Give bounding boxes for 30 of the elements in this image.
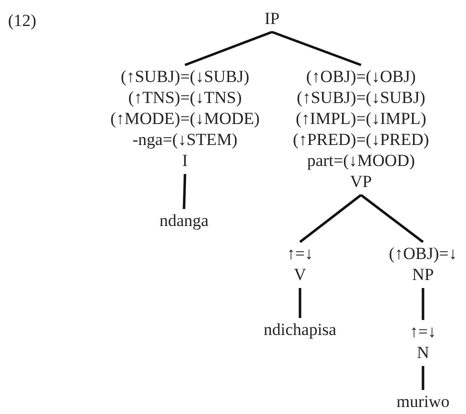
annotation-equation: ↑=↓: [286, 243, 314, 264]
category-label: V: [294, 264, 306, 285]
node-label: ndanga: [159, 210, 209, 231]
category-label: N: [416, 342, 430, 363]
annotation-equation: (↑OBJ)=↓: [388, 243, 458, 264]
annotation-equation: -nga=(↓STEM): [132, 129, 238, 150]
tree-branch-line: [422, 366, 424, 390]
tree-branch-line: [360, 194, 424, 243]
annotation-equation: (↑IMPL)=(↓IMPL): [296, 108, 426, 129]
node-label: ndichapisa: [264, 319, 336, 340]
example-number: (12): [8, 10, 36, 31]
tree-branch-line: [299, 194, 362, 243]
annotation-equation: ↑=↓: [410, 321, 436, 342]
node-label: IP: [264, 8, 280, 29]
category-label: VP: [350, 171, 372, 192]
annotation-equation: (↑MODE)=(↓MODE): [110, 108, 260, 129]
tree-branch-line: [184, 30, 272, 66]
annotation-equation: (↑SUBJ)=(↓SUBJ): [296, 87, 426, 108]
annotation-equation: (↑PRED)=(↓PRED): [292, 129, 430, 150]
annotation-equation: (↑SUBJ)=(↓SUBJ): [120, 66, 250, 87]
annotation-equation: (↑TNS)=(↓TNS): [128, 87, 242, 108]
annotation-equation: part=(↓MOOD): [307, 150, 415, 171]
category-label: I: [182, 150, 188, 171]
category-label: NP: [412, 264, 434, 285]
tree-branch-line: [272, 30, 362, 66]
tree-branch-line: [298, 288, 302, 318]
node-label: muriwo: [396, 391, 450, 412]
tree-branch-line: [182, 174, 186, 210]
annotation-equation: (↑OBJ)=(↓OBJ): [306, 66, 416, 87]
tree-branch-line: [422, 288, 424, 320]
